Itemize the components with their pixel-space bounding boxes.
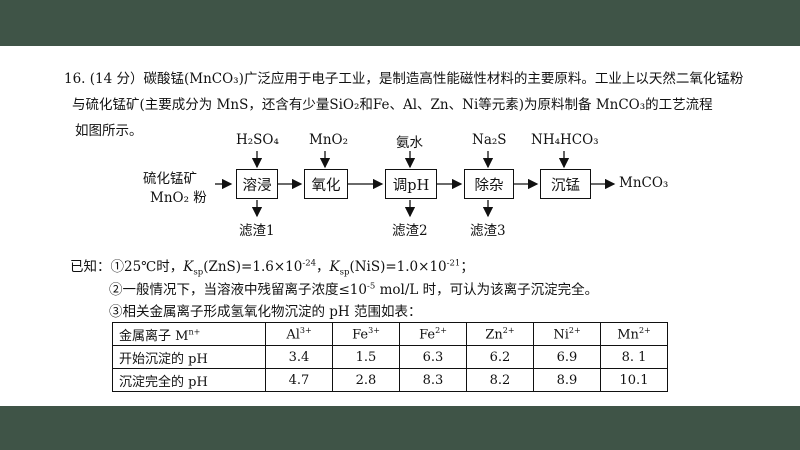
- row-label: 开始沉淀的 pH: [112, 345, 266, 369]
- known-item-1: 已知：①25℃时，Ksp(ZnS)=1.6×10-24，Ksp(NiS)=1.0…: [70, 255, 474, 278]
- row-label: 沉淀完全的 pH: [112, 368, 266, 392]
- reagent-na2s: Na₂S: [472, 132, 507, 148]
- ksp-symbol: K: [329, 259, 340, 275]
- reagent-nh4hco3: NH₄HCO₃: [531, 132, 599, 148]
- table-row: 沉淀完全的 pH 4.7 2.8 8.3 8.2 8.9 10.1: [112, 368, 668, 392]
- table-cell: 1.5: [332, 345, 400, 369]
- table-cell: 8. 1: [600, 345, 668, 369]
- ion-cell: Al3+: [265, 322, 333, 346]
- table-cell: 8.3: [399, 368, 467, 392]
- ion-cell: Mn2+: [600, 322, 668, 346]
- residue-3: 滤渣3: [470, 223, 506, 239]
- table-cell: 6.2: [466, 345, 534, 369]
- question-line-3: 如图所示。: [75, 123, 143, 139]
- ksp-symbol: K: [183, 259, 194, 275]
- ksp-sub: sp: [193, 267, 204, 278]
- known-item-2: ②一般情况下，当溶液中残留离子浓度≤10-5 mol/L 时，可认为该离子沉淀完…: [109, 278, 599, 299]
- table-cell: 6.9: [533, 345, 601, 369]
- table-cell: 8.2: [466, 368, 534, 392]
- question-line-1: 16. (14 分）碳酸锰(MnCO₃)广泛应用于电子工业，是制造高性能磁性材料…: [64, 71, 744, 87]
- table-header-label: 金属离子 Mn+: [112, 322, 266, 346]
- ksp-nis-value: (NiS)=1.0×10: [349, 259, 447, 275]
- table-cell: 8.9: [533, 368, 601, 392]
- step-leach: 溶浸: [236, 169, 278, 199]
- reagent-mno2: MnO₂: [309, 132, 348, 148]
- ion-cell: Fe3+: [332, 322, 400, 346]
- known-separator: ，: [316, 259, 330, 275]
- bottom-banner: [0, 406, 800, 450]
- reagent-ammonia: 氨水: [396, 135, 423, 151]
- product-mnco3: MnCO₃: [619, 175, 669, 191]
- ion-cell: Zn2+: [466, 322, 534, 346]
- reagent-h2so4: H₂SO₄: [236, 132, 279, 148]
- table-cell: 3.4: [265, 345, 333, 369]
- known-1-end: ；: [460, 259, 474, 275]
- ion-cell: Fe2+: [399, 322, 467, 346]
- known-2-exponent: -5: [367, 281, 376, 292]
- ph-table: 金属离子 Mn+ Al3+ Fe3+ Fe2+ Zn2+ Ni2+ Mn2+ 开…: [112, 322, 668, 392]
- step-oxidize: 氧化: [304, 169, 348, 199]
- ksp-nis-exponent: -21: [446, 258, 461, 269]
- step-remove-impurity: 除杂: [464, 169, 514, 199]
- question-line-2: 与硫化锰矿(主要成分为 MnS，还含有少量SiO₂和Fe、Al、Zn、Ni等元素…: [72, 97, 713, 113]
- table-row: 开始沉淀的 pH 3.4 1.5 6.3 6.2 6.9 8. 1: [112, 345, 668, 369]
- known-item-3: ③相关金属离子形成氢氧化物沉淀的 pH 范围如表：: [109, 304, 422, 320]
- residue-2: 滤渣2: [392, 223, 428, 239]
- ksp-zns-value: (ZnS)=1.6×10: [203, 259, 303, 275]
- step-precipitate-mn: 沉锰: [540, 169, 591, 199]
- known-1-prefix: ①25℃时，: [110, 259, 184, 275]
- ion-cell: Ni2+: [533, 322, 601, 346]
- step-adjust-ph: 调pH: [385, 169, 437, 199]
- input-ore-label: 硫化锰矿: [143, 171, 197, 187]
- residue-1: 滤渣1: [239, 223, 275, 239]
- table-cell: 2.8: [332, 368, 400, 392]
- table-header-row: 金属离子 Mn+ Al3+ Fe3+ Fe2+ Zn2+ Ni2+ Mn2+: [112, 322, 668, 346]
- ksp-zns-exponent: -24: [302, 258, 317, 269]
- ksp-sub: sp: [339, 267, 350, 278]
- known-2-text-b: mol/L 时，可认为该离子沉淀完全。: [375, 282, 599, 298]
- table-cell: 10.1: [600, 368, 668, 392]
- top-banner: [0, 0, 800, 46]
- table-cell: 4.7: [265, 368, 333, 392]
- known-2-text-a: ②一般情况下，当溶液中残留离子浓度≤10: [109, 282, 367, 298]
- known-label: 已知：: [70, 259, 111, 275]
- table-cell: 6.3: [399, 345, 467, 369]
- input-mno2-label: MnO₂ 粉: [150, 190, 207, 206]
